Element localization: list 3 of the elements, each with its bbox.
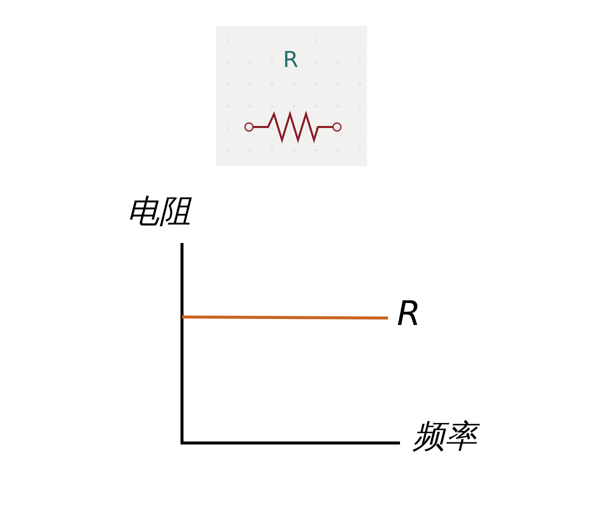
- line-label: R: [397, 297, 421, 331]
- component-label: R: [283, 50, 298, 72]
- axis-label: 电阻: [127, 195, 191, 227]
